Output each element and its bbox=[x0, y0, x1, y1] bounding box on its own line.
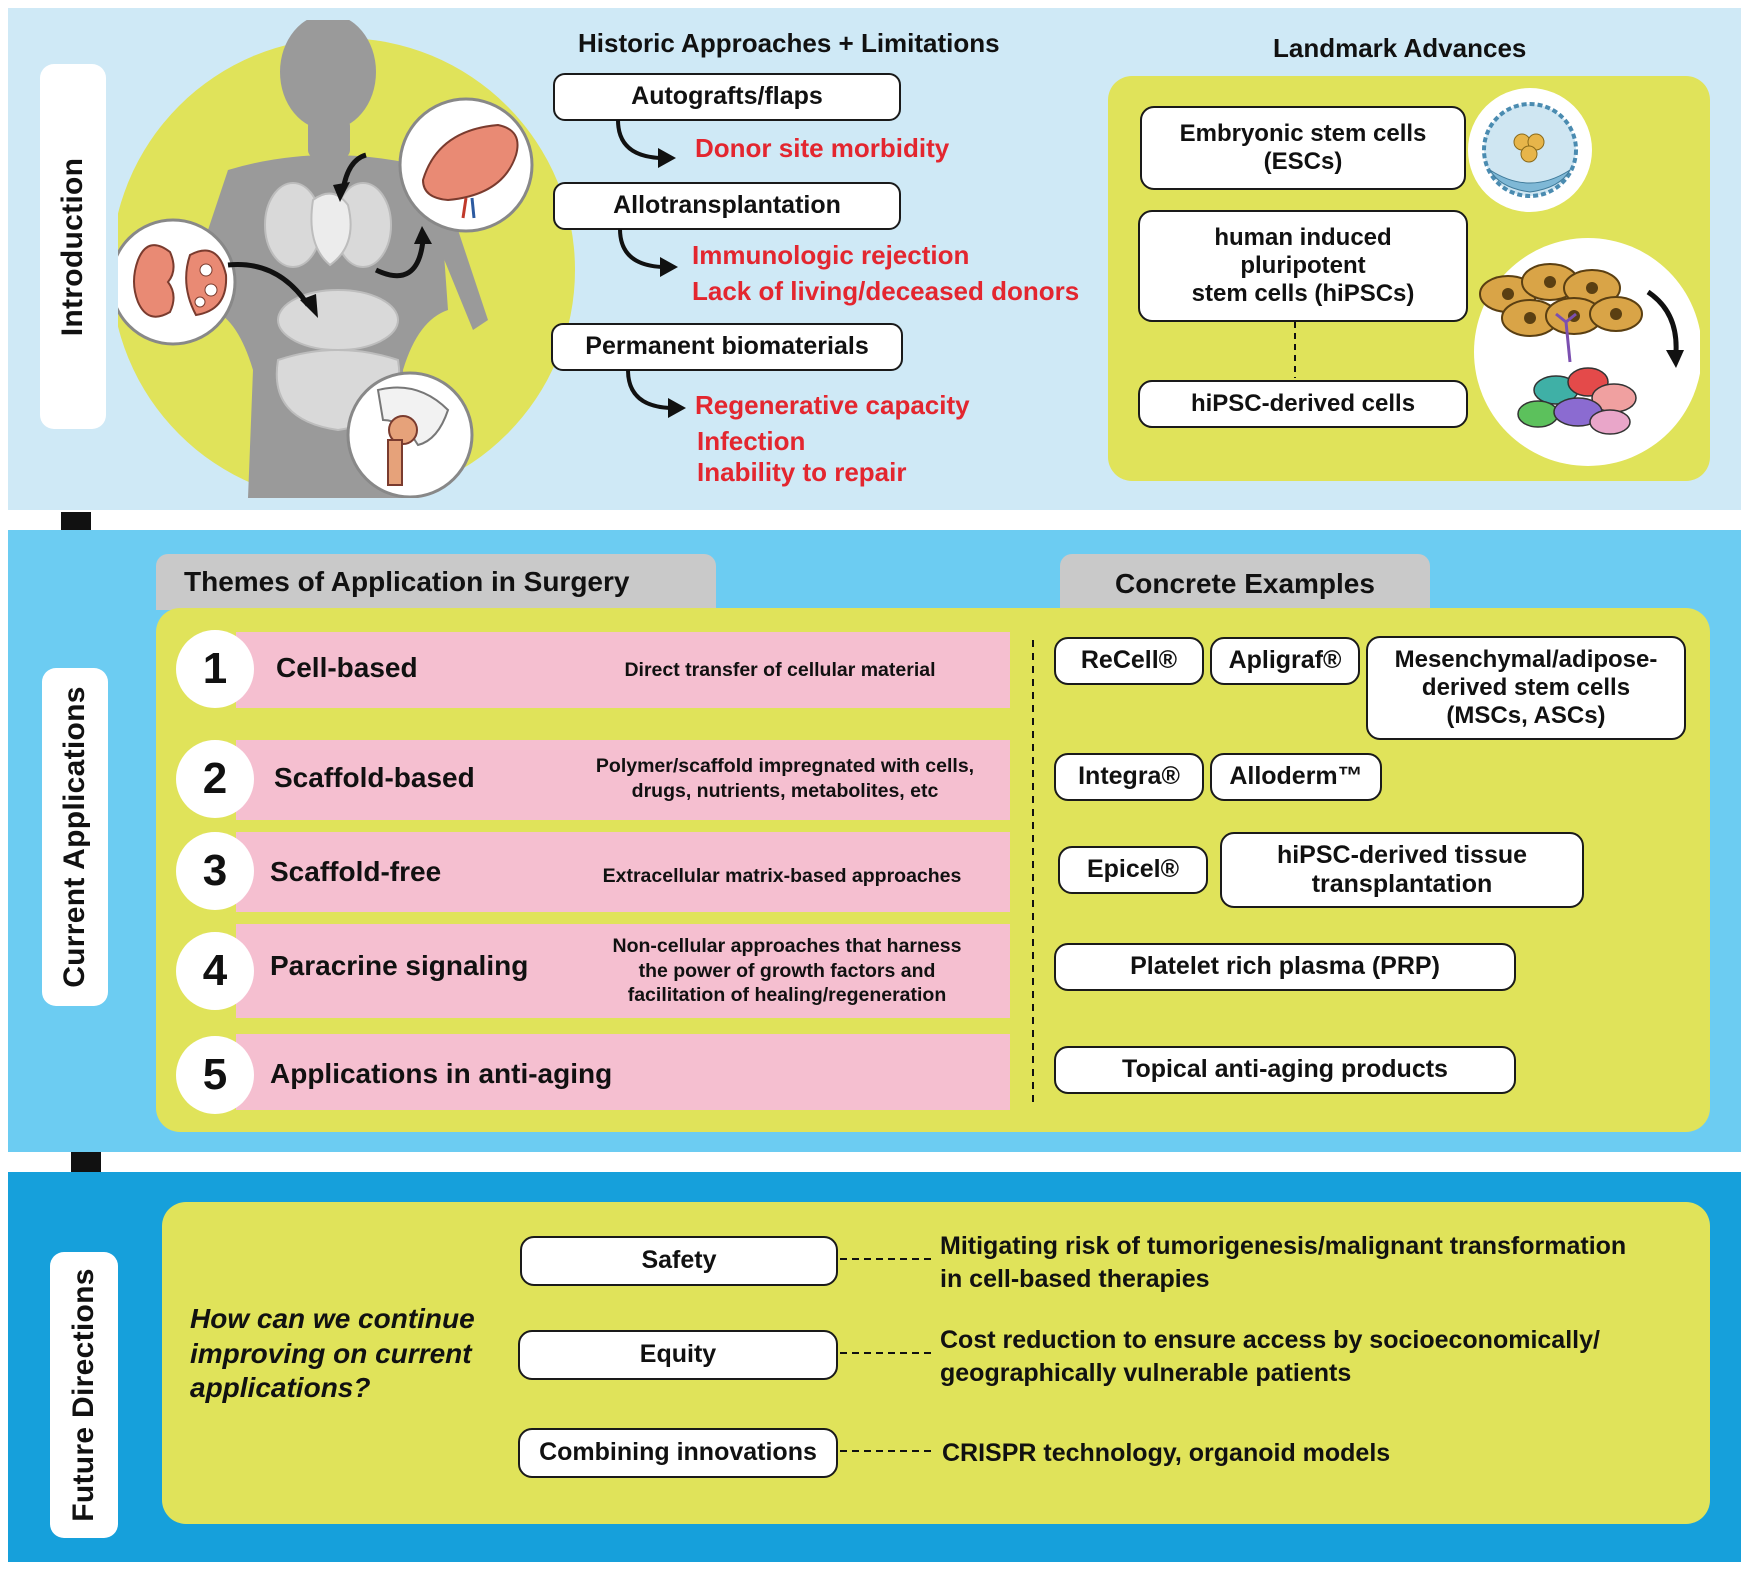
theme-title-5: Applications in anti-aging bbox=[270, 1058, 613, 1089]
future-directions-label-tab: Future Directions bbox=[50, 1252, 118, 1538]
theme-number-4: 4 bbox=[176, 932, 254, 1010]
approach-3-arrow bbox=[626, 369, 686, 418]
example-recell: ReCell® bbox=[1054, 637, 1204, 685]
example-topical-anti-aging: Topical anti-aging products bbox=[1054, 1046, 1516, 1094]
examples-header: Concrete Examples bbox=[1115, 568, 1375, 599]
themes-header: Themes of Application in Surgery bbox=[184, 566, 630, 597]
current-applications-label-tab: Current Applications bbox=[42, 668, 108, 1006]
theme-row-3 bbox=[236, 832, 1010, 912]
theme-number-2: 2 bbox=[176, 740, 254, 818]
theme-row-2 bbox=[236, 740, 1010, 820]
current-applications-label: Current Applications bbox=[58, 686, 91, 988]
introduction-label-tab: Introduction bbox=[40, 64, 106, 429]
esc-pill: Embryonic stem cells (ESCs) bbox=[1140, 106, 1466, 190]
theme-row-1 bbox=[236, 632, 1010, 708]
theme-title-4: Paracrine signaling bbox=[270, 950, 529, 981]
equity-connector bbox=[840, 1352, 934, 1354]
future-equity-pill: Equity bbox=[518, 1330, 838, 1380]
approach-2-arrow bbox=[618, 228, 678, 277]
hipsc-dashed-connector bbox=[1294, 322, 1296, 378]
theme-title-1: Cell-based bbox=[276, 652, 418, 683]
example-mscs-ascs: Mesenchymal/adipose- derived stem cells … bbox=[1366, 636, 1686, 740]
combining-connector bbox=[840, 1450, 934, 1452]
future-directions-label: Future Directions bbox=[67, 1268, 100, 1522]
example-apligraf: Apligraf® bbox=[1210, 637, 1360, 685]
limitation-lack-of-donors: Lack of living/deceased donors bbox=[692, 276, 1080, 306]
hipsc-pill: human induced pluripotent stem cells (hi… bbox=[1138, 210, 1468, 322]
theme-number-5: 5 bbox=[176, 1036, 254, 1114]
future-question: How can we continue improving on current… bbox=[190, 1303, 475, 1404]
theme-number-3: 3 bbox=[176, 832, 254, 910]
approach-allotransplantation-pill: Allotransplantation bbox=[553, 182, 901, 230]
example-hipsc-tissue: hiPSC-derived tissue transplantation bbox=[1220, 832, 1584, 908]
future-combining-innovations-pill: Combining innovations bbox=[518, 1428, 838, 1478]
future-combining-text: CRISPR technology, organoid models bbox=[942, 1439, 1391, 1467]
themes-examples-divider bbox=[1032, 640, 1034, 1104]
theme-row-4 bbox=[236, 924, 1010, 1018]
theme-desc-3: Extracellular matrix-based approaches bbox=[602, 865, 962, 887]
example-epicel: Epicel® bbox=[1058, 846, 1208, 894]
example-integra: Integra® bbox=[1054, 753, 1204, 801]
hip-implant-icon bbox=[346, 371, 474, 498]
future-equity-text: Cost reduction to ensure access by socio… bbox=[940, 1326, 1600, 1387]
historic-approaches-header: Historic Approaches + Limitations bbox=[578, 28, 1000, 58]
theme-title-3: Scaffold-free bbox=[270, 856, 442, 887]
themes-header-tab: Themes of Application in Surgery bbox=[156, 554, 716, 610]
hipsc-derived-cells-pill: hiPSC-derived cells bbox=[1138, 380, 1468, 428]
introduction-label: Introduction bbox=[56, 157, 89, 336]
theme-number-1: 1 bbox=[176, 630, 254, 708]
body-organ-illustration bbox=[118, 20, 575, 498]
theme-desc-2: Polymer/scaffold impregnated with cells,… bbox=[595, 755, 975, 802]
future-safety-pill: Safety bbox=[520, 1236, 838, 1286]
limitation-regenerative-capacity: Regenerative capacity bbox=[695, 390, 970, 420]
example-prp: Platelet rich plasma (PRP) bbox=[1054, 943, 1516, 991]
esc-blastocyst-icon bbox=[1468, 88, 1592, 212]
theme-desc-4: Non-cellular approaches that harness the… bbox=[612, 935, 962, 1007]
limitation-inability-to-repair: Inability to repair bbox=[697, 457, 907, 487]
skin-flap-icon bbox=[398, 97, 534, 233]
theme-desc-1: Direct transfer of cellular material bbox=[624, 659, 936, 681]
theme-row-5 bbox=[236, 1034, 1010, 1110]
arrow-heads bbox=[300, 182, 432, 318]
approach-autografts-pill: Autografts/flaps bbox=[553, 73, 901, 121]
kidney-icon bbox=[118, 218, 237, 346]
theme-title-2: Scaffold-based bbox=[274, 762, 475, 793]
landmark-advances-header: Landmark Advances bbox=[1273, 33, 1527, 63]
limitation-infection: Infection bbox=[697, 426, 806, 456]
safety-connector bbox=[840, 1258, 934, 1260]
hipsc-cell-cluster-icon bbox=[1474, 238, 1700, 466]
examples-header-tab: Concrete Examples bbox=[1060, 554, 1430, 614]
future-safety-text: Mitigating risk of tumorigenesis/maligna… bbox=[940, 1232, 1627, 1293]
example-alloderm: Alloderm™ bbox=[1210, 753, 1382, 801]
limitation-immunologic-rejection: Immunologic rejection bbox=[692, 240, 970, 270]
approach-biomaterials-pill: Permanent biomaterials bbox=[551, 323, 903, 371]
approach-1-arrow bbox=[616, 119, 676, 168]
future-directions-box bbox=[162, 1202, 1710, 1524]
limitation-donor-site: Donor site morbidity bbox=[695, 133, 950, 163]
